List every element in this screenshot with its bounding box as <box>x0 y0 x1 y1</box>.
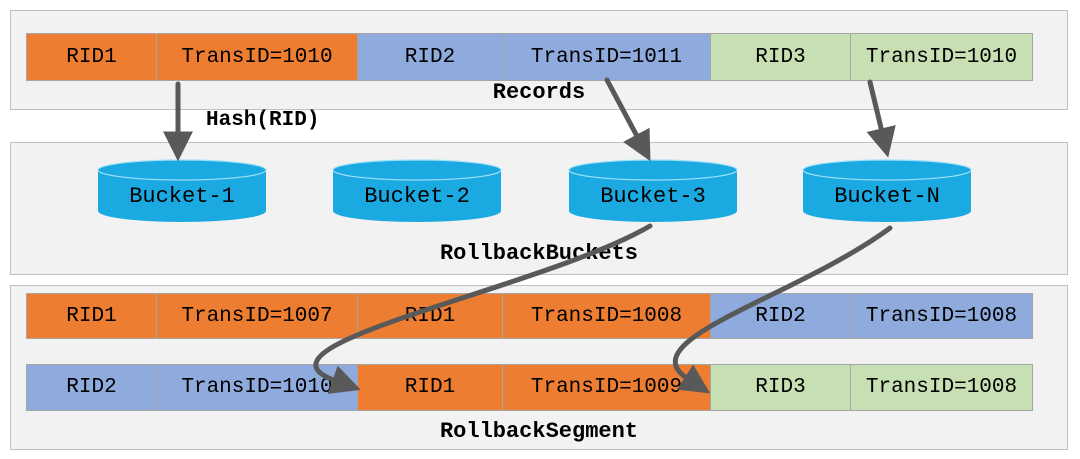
bucket-3-cylinder: Bucket-3 <box>568 159 738 223</box>
bucket-label: Bucket-3 <box>600 183 706 209</box>
segment-cell: TransID=1007 <box>156 293 358 339</box>
cylinder-icon <box>332 159 502 222</box>
rollback-buckets-label: RollbackBuckets <box>439 241 639 266</box>
segment-row-2: RID2 TransID=1010 RID1 TransID=1009 RID3… <box>26 364 1033 411</box>
records-band: RID1 TransID=1010 RID2 TransID=1011 RID3… <box>10 10 1068 110</box>
segment-cell: RID3 <box>710 364 851 411</box>
segment-cell: RID1 <box>357 293 503 339</box>
bucket-2-cylinder: Bucket-2 <box>332 159 502 223</box>
bucket-label: Bucket-2 <box>364 183 470 209</box>
record-cell: TransID=1010 <box>850 33 1033 81</box>
cylinder-icon <box>568 159 738 222</box>
rollback-segment-label: RollbackSegment <box>439 419 639 444</box>
segment-cell: RID1 <box>357 364 503 411</box>
segment-cell: TransID=1008 <box>502 293 711 339</box>
cylinder-icon <box>802 159 972 222</box>
segment-cell: TransID=1008 <box>850 293 1033 339</box>
segment-cell: RID2 <box>26 364 157 411</box>
segment-row-1: RID1 TransID=1007 RID1 TransID=1008 RID2… <box>26 293 1033 339</box>
record-cell: TransID=1010 <box>156 33 358 81</box>
records-row: RID1 TransID=1010 RID2 TransID=1011 RID3… <box>26 33 1033 81</box>
bucket-label: Bucket-N <box>834 183 940 209</box>
bucket-1-cylinder: Bucket-1 <box>97 159 267 223</box>
rollback-segment-band: RID1 TransID=1007 RID1 TransID=1008 RID2… <box>10 285 1068 450</box>
segment-cell: TransID=1008 <box>850 364 1033 411</box>
segment-cell: RID1 <box>26 293 157 339</box>
segment-cell: RID2 <box>710 293 851 339</box>
records-band-label: Records <box>492 80 586 105</box>
segment-cell: TransID=1009 <box>502 364 711 411</box>
segment-cell: TransID=1010 <box>156 364 358 411</box>
record-cell: RID1 <box>26 33 157 81</box>
cylinder-icon <box>97 159 267 222</box>
rollback-buckets-band: Bucket-1 Bucket-2 Bucket-3 Bucket-N Roll… <box>10 142 1068 275</box>
record-cell: RID2 <box>357 33 503 81</box>
bucket-n-cylinder: Bucket-N <box>802 159 972 223</box>
record-cell: RID3 <box>710 33 851 81</box>
record-cell: TransID=1011 <box>502 33 711 81</box>
hash-function-label: Hash(RID) <box>206 109 320 132</box>
bucket-label: Bucket-1 <box>129 183 235 209</box>
